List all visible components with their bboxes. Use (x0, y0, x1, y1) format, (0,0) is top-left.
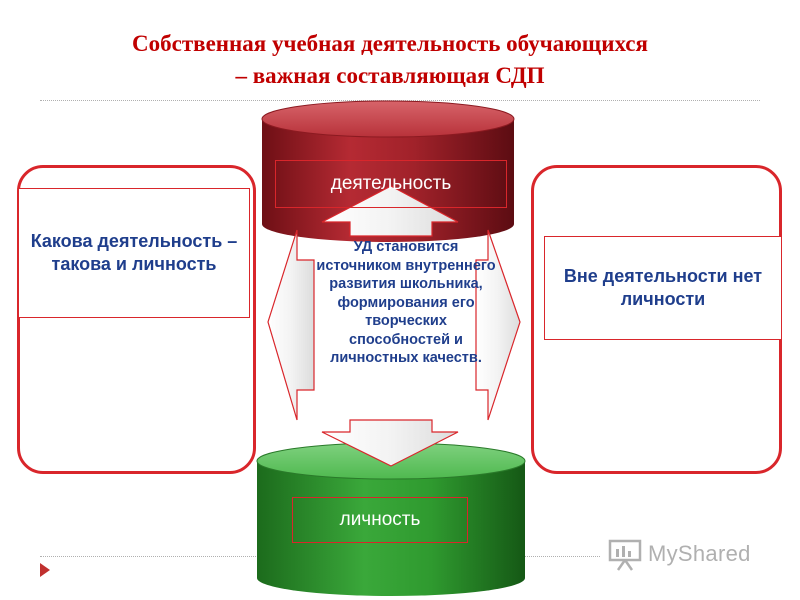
bottom-cylinder-label-box: личность (292, 497, 468, 543)
center-description: УД становится источником внутреннего раз… (316, 239, 496, 366)
watermark-text: MyShared (648, 541, 751, 566)
left-vertical-arrow (267, 229, 315, 421)
bottom-cylinder-label: личность (339, 509, 421, 530)
top-cylinder-label: деятельность (330, 173, 452, 194)
slide-title: Собственная учебная деятельность обучающ… (40, 28, 740, 92)
up-arrow (321, 185, 459, 237)
slide-title-line-2: – важная составляющая СДП (235, 63, 545, 88)
right-box-text: Вне деятельности нет личности (563, 266, 763, 309)
down-arrow (321, 419, 459, 467)
top-divider (40, 100, 760, 101)
watermark-logo: MyShared (608, 536, 751, 572)
presentation-board-icon (608, 539, 642, 571)
triangle-right-icon[interactable] (38, 562, 52, 578)
right-box-label: Вне деятельности нет личности (544, 236, 782, 340)
slide-title-line-1: Собственная учебная деятельность обучающ… (132, 31, 648, 56)
left-box-label: Какова деятельность – такова и личность (18, 188, 250, 318)
top-cylinder-label-box: деятельность (275, 160, 507, 208)
left-box-text: Какова деятельность – такова и личность (30, 231, 238, 274)
top-cylinder (261, 100, 515, 242)
right-vertical-arrow (475, 229, 521, 421)
